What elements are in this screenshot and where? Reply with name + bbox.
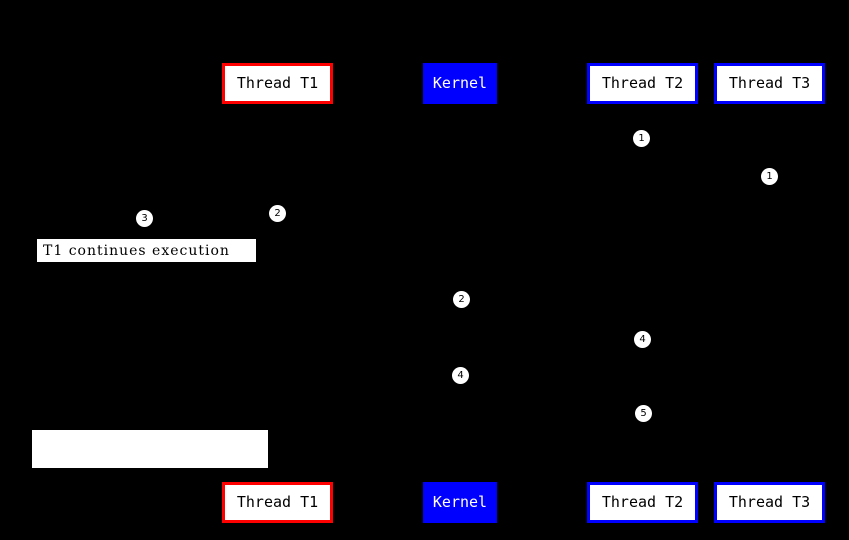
message-arrow-3 — [277, 221, 460, 227]
participant-footer-thread-t2[interactable]: Thread T2 — [587, 482, 698, 523]
lifeline-stub-t2-bottom — [641, 479, 644, 483]
step-badge-1-t3: 1 — [761, 168, 778, 185]
step-badge-4-kernel: 4 — [452, 367, 469, 384]
activation-bar-t1 — [273, 224, 281, 264]
note-t1-continues-execution-text: T1 continues execution — [43, 242, 230, 259]
participant-header-kernel-label: Kernel — [432, 74, 488, 92]
participant-header-thread-t1-label: Thread T1 — [236, 74, 319, 92]
participant-footer-kernel-label: Kernel — [432, 493, 488, 511]
message-arrow-1 — [460, 145, 642, 151]
participant-header-kernel[interactable]: Kernel — [423, 63, 497, 104]
note-blank-box — [32, 430, 268, 468]
participant-header-thread-t3[interactable]: Thread T3 — [714, 63, 825, 104]
lifeline-stub-t1-bottom — [276, 479, 279, 483]
lifeline-t2 — [642, 104, 643, 482]
lifeline-t3 — [769, 104, 770, 482]
step-badge-5-t2: 5 — [635, 405, 652, 422]
step-badge-1-t2: 1 — [633, 130, 650, 147]
step-badge-3-t1: 3 — [136, 210, 153, 227]
step-badge-2-t1: 2 — [269, 205, 286, 222]
participant-header-thread-t2-label: Thread T2 — [601, 74, 684, 92]
participant-footer-thread-t3-label: Thread T3 — [728, 493, 811, 511]
participant-header-thread-t2[interactable]: Thread T2 — [587, 63, 698, 104]
note-t1-continues-execution: T1 continues execution — [36, 238, 257, 263]
participant-footer-thread-t1-label: Thread T1 — [236, 493, 319, 511]
step-badge-4-t2: 4 — [634, 331, 651, 348]
participant-header-thread-t1[interactable]: Thread T1 — [222, 63, 333, 104]
message-arrow-2 — [460, 183, 769, 189]
participant-footer-thread-t2-label: Thread T2 — [601, 493, 684, 511]
lifeline-stub-kernel-bottom — [459, 479, 462, 483]
message-arrow-6 — [460, 421, 642, 427]
lifeline-t1 — [277, 104, 278, 482]
message-arrow-4 — [460, 307, 642, 313]
participant-header-thread-t3-label: Thread T3 — [728, 74, 811, 92]
message-arrow-5 — [460, 346, 642, 352]
participant-footer-thread-t1[interactable]: Thread T1 — [222, 482, 333, 523]
lifeline-stub-t3-bottom — [768, 479, 771, 483]
step-badge-2-kernel: 2 — [453, 291, 470, 308]
participant-footer-kernel[interactable]: Kernel — [423, 482, 497, 523]
participant-footer-thread-t3[interactable]: Thread T3 — [714, 482, 825, 523]
